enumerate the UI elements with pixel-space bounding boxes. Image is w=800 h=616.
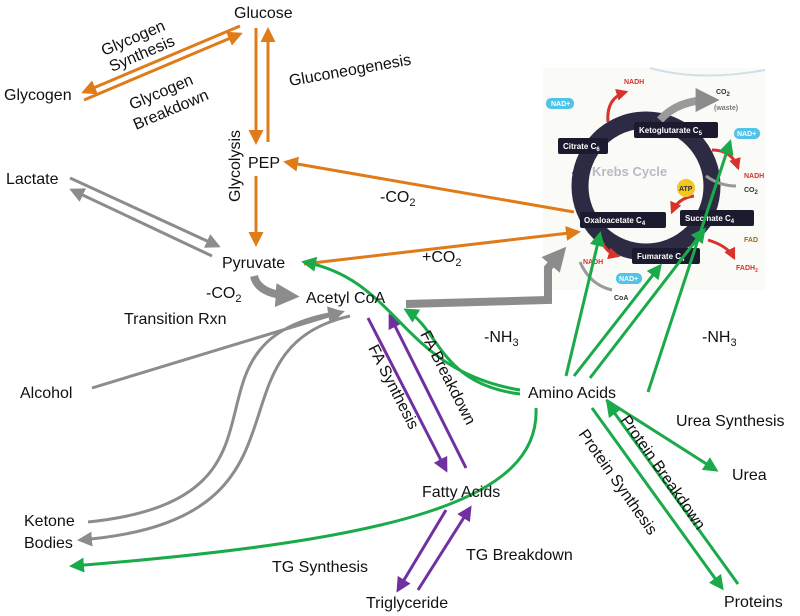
ketone-bodies-label-line2: Bodies <box>24 535 73 552</box>
fad-label: FAD <box>744 237 758 244</box>
tg-breakdown-label: TG Breakdown <box>466 547 573 564</box>
tg-synthesis-arrow <box>396 509 448 593</box>
nadh-arrow-top <box>606 89 629 123</box>
fatty-acids-label: Fatty Acids <box>422 484 500 501</box>
minus-nh3-right-label: -NH3 <box>702 329 737 349</box>
fa-synthesis-arrow <box>366 317 448 473</box>
acetyl-coa-label: Acetyl CoA <box>306 290 385 307</box>
gluconeogenesis-label: Gluconeogenesis <box>288 52 413 90</box>
nadh-label-right: NADH <box>744 173 764 180</box>
lactate-to-pyruvate-arrow <box>69 176 221 248</box>
glycolysis-label: Glycolysis <box>227 130 244 202</box>
glycogen-label: Glycogen <box>4 87 72 104</box>
amino-to-succinate-arrow <box>588 227 706 379</box>
svg-text:Fumarate C4: Fumarate C4 <box>637 252 685 263</box>
alcohol-to-acetyl-coa-arrow <box>91 308 345 390</box>
atp-arrow <box>670 194 695 215</box>
amino-to-ketone-arrow <box>69 407 538 573</box>
lactate-label: Lactate <box>6 171 59 188</box>
krebs-cycle-panel: Krebs Cycle Citrate C6 Ketoglutarate C5 … <box>543 67 766 302</box>
node-labels: Glucose Glycogen PEP Lactate Pyruvate Ac… <box>4 5 783 612</box>
oxaloacetate-to-pep-arrow <box>283 156 575 214</box>
proteins-label: Proteins <box>724 594 783 611</box>
acetyl-coa-to-ketone-arrow <box>77 314 351 547</box>
pyruvate-label: Pyruvate <box>222 255 285 272</box>
glucose-label: Glucose <box>234 5 293 22</box>
acetyl-coa-to-krebs-arrow <box>405 246 567 308</box>
oxaloacetate-box: Oxaloacetate C4 <box>580 212 666 228</box>
co2-label-right: CO2 <box>744 187 759 196</box>
glycogen-synthesis-arrow <box>81 24 241 95</box>
co2-waste-arrow <box>657 88 720 123</box>
nad-plus-label-bottom: NAD+ <box>619 276 638 283</box>
nad-plus-label-left: NAD+ <box>551 101 570 108</box>
fadh2-arrow <box>707 238 736 261</box>
amino-acids-label: Amino Acids <box>528 385 616 402</box>
pyruvate-to-lactate-arrow <box>69 188 213 258</box>
pyruvate-to-oxaloacetate-arrow <box>303 225 581 266</box>
fa-synthesis-label: FA Synthesis <box>364 342 421 432</box>
coa-release-arrow <box>578 261 613 292</box>
waste-label: (waste) <box>714 105 738 112</box>
triglyceride-label: Triglyceride <box>366 595 448 612</box>
alcohol-label: Alcohol <box>20 385 72 402</box>
plus-co2-label: +CO2 <box>422 249 461 269</box>
nad-plus-pill-right <box>734 128 760 139</box>
pep-label: PEP <box>248 155 280 172</box>
nadh-label-top: NADH <box>624 79 644 86</box>
ketone-bodies-label-line1: Ketone <box>24 513 75 530</box>
fadh2-label: FADH2 <box>736 265 758 274</box>
protein-synthesis-arrow <box>590 407 724 591</box>
nad-plus-pill-bottom <box>616 273 642 284</box>
amino-to-acetyl-coa-arrow <box>403 308 521 396</box>
tg-synthesis-label: TG Synthesis <box>272 559 368 576</box>
carbohydrate-arrows <box>81 24 581 266</box>
amino-to-oxaloacetate-arrow <box>564 231 605 377</box>
amino-to-ketoglutarate-arrow <box>646 139 734 393</box>
nad-plus-pill-left <box>546 98 574 109</box>
protein-breakdown-arrow <box>606 401 740 585</box>
citrate-box: Citrate C6 <box>558 138 608 154</box>
minus-co2-transition-label: -CO2 <box>206 285 241 305</box>
svg-text:Citrate C6: Citrate C6 <box>563 142 600 153</box>
transition-rxn-label: Transition Rxn <box>124 311 227 328</box>
ketone-to-acetyl-coa-arrow <box>87 306 343 524</box>
atp-badge <box>677 179 695 197</box>
co2-waste-label: CO2 <box>716 89 731 98</box>
krebs-cycle-title: Krebs Cycle <box>592 164 667 179</box>
minus-nh3-left-label: -NH3 <box>484 329 519 349</box>
lipid-arrows <box>366 313 472 593</box>
urea-synthesis-label: Urea Synthesis <box>676 413 785 430</box>
succinate-box: Succinate C4 <box>680 210 754 226</box>
nad-plus-label-right: NAD+ <box>737 131 756 138</box>
glycogen-breakdown-arrow <box>83 31 243 102</box>
svg-text:Ketoglutarate C5: Ketoglutarate C5 <box>639 126 703 137</box>
minus-co2-pep-label: -CO2 <box>380 189 415 209</box>
urea-label: Urea <box>732 467 767 484</box>
amino-acid-arrows <box>69 139 740 591</box>
amino-to-fumarate-arrow <box>572 263 662 377</box>
amino-to-pyruvate-arrow <box>301 256 521 392</box>
urea-synthesis-arrow <box>605 398 719 472</box>
co2-release-arrow <box>705 174 737 188</box>
krebs-ring-arrow-left <box>572 172 588 195</box>
transition-rxn-arrow <box>250 274 300 308</box>
fa-breakdown-arrow <box>388 313 468 469</box>
tg-breakdown-arrow <box>416 505 472 591</box>
svg-text:Oxaloacetate C4: Oxaloacetate C4 <box>584 216 646 227</box>
gray-arrows <box>69 176 567 547</box>
krebs-waste-curve <box>649 67 766 77</box>
coa-label: CoA <box>614 295 628 302</box>
ketoglutarate-box: Ketoglutarate C5 <box>634 122 718 138</box>
fumarate-box: Fumarate C4 <box>632 248 700 264</box>
atp-label: ATP <box>679 186 693 193</box>
svg-text:Succinate C4: Succinate C4 <box>685 214 735 225</box>
